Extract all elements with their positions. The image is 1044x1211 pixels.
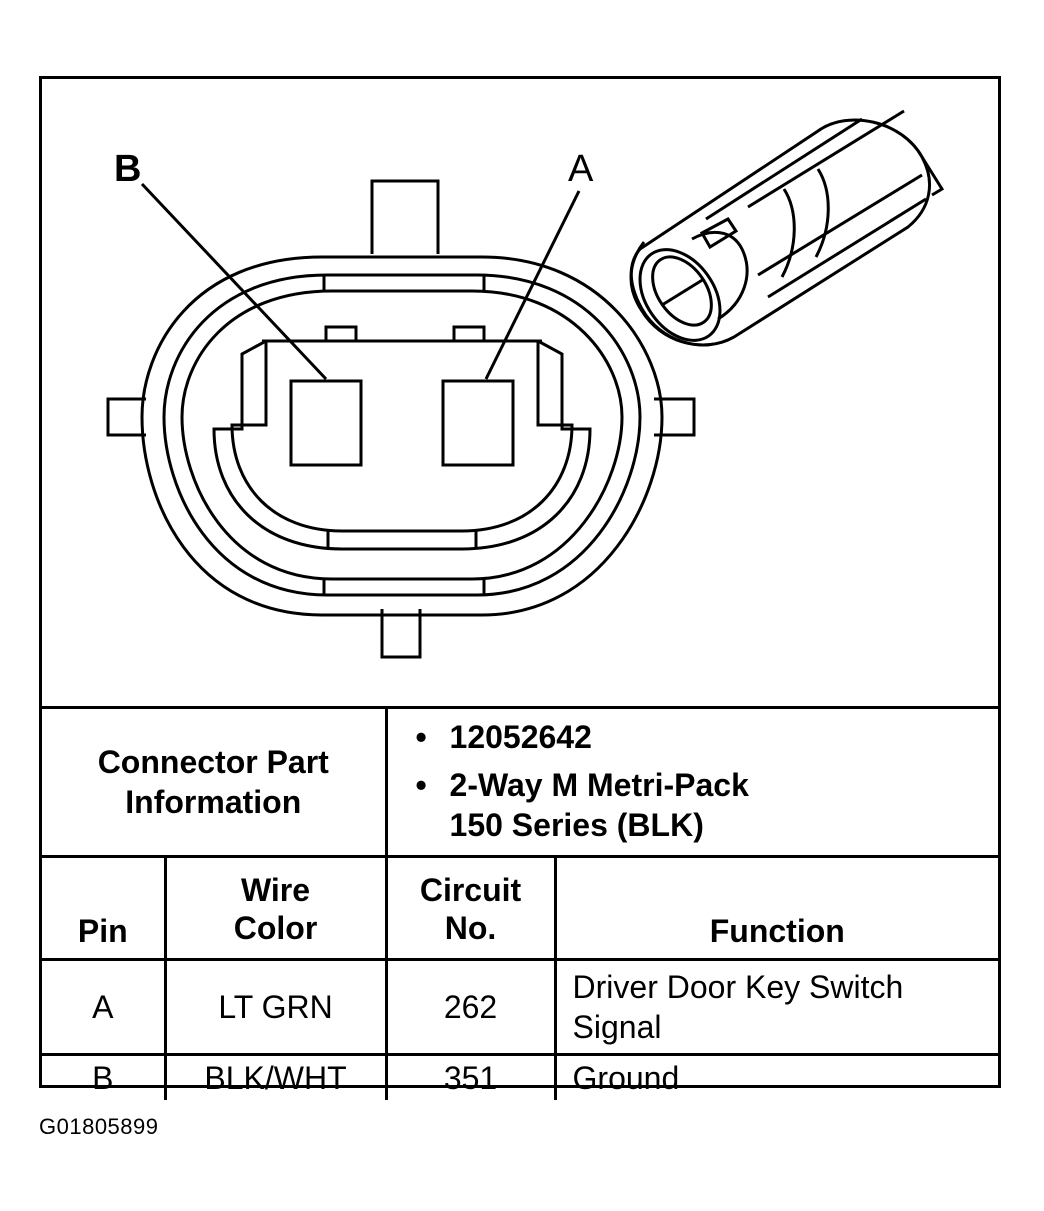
part-info-item: 12052642 <box>416 717 999 757</box>
housing-ring <box>162 273 642 597</box>
cell-wire-color: BLK/WHT <box>163 1053 388 1100</box>
part-info-row: Connector Part Information 12052642 2-Wa… <box>42 706 999 858</box>
cell-pin: A <box>42 958 167 1056</box>
header-function: Function <box>553 855 999 961</box>
top-tab <box>370 179 440 254</box>
housing-inner-ring <box>180 289 624 581</box>
outer-housing <box>140 255 664 617</box>
cell-circuit: 262 <box>384 958 557 1056</box>
cell-pin: B <box>42 1053 167 1100</box>
right-side-tab <box>654 397 696 437</box>
part-info-label: Connector Part Information <box>42 706 388 858</box>
header-pin: Pin <box>42 855 167 961</box>
connector-face-svg: B A <box>106 109 945 659</box>
leader-a <box>484 190 581 380</box>
cell-wire-color: LT GRN <box>163 958 388 1056</box>
cell-function: Ground <box>553 1053 999 1100</box>
left-side-tab <box>106 397 146 437</box>
inner-cavity <box>212 339 592 551</box>
figure-code: G01805899 <box>39 1114 159 1139</box>
bottom-tab <box>380 609 422 659</box>
diagram-frame: B A Co <box>39 76 1001 1100</box>
terminal-a <box>441 379 515 467</box>
pin-label-a: A <box>568 148 594 190</box>
table-row: B BLK/WHT 351 Ground <box>42 1053 999 1100</box>
connector-side-view <box>629 109 945 347</box>
cell-circuit: 351 <box>384 1053 557 1100</box>
connector-drawing: B A <box>42 79 998 706</box>
pin-label-b: B <box>114 148 141 190</box>
leader-b <box>140 182 328 381</box>
connector-info-table: Connector Part Information 12052642 2-Wa… <box>42 706 999 1100</box>
terminal-b <box>289 379 363 467</box>
